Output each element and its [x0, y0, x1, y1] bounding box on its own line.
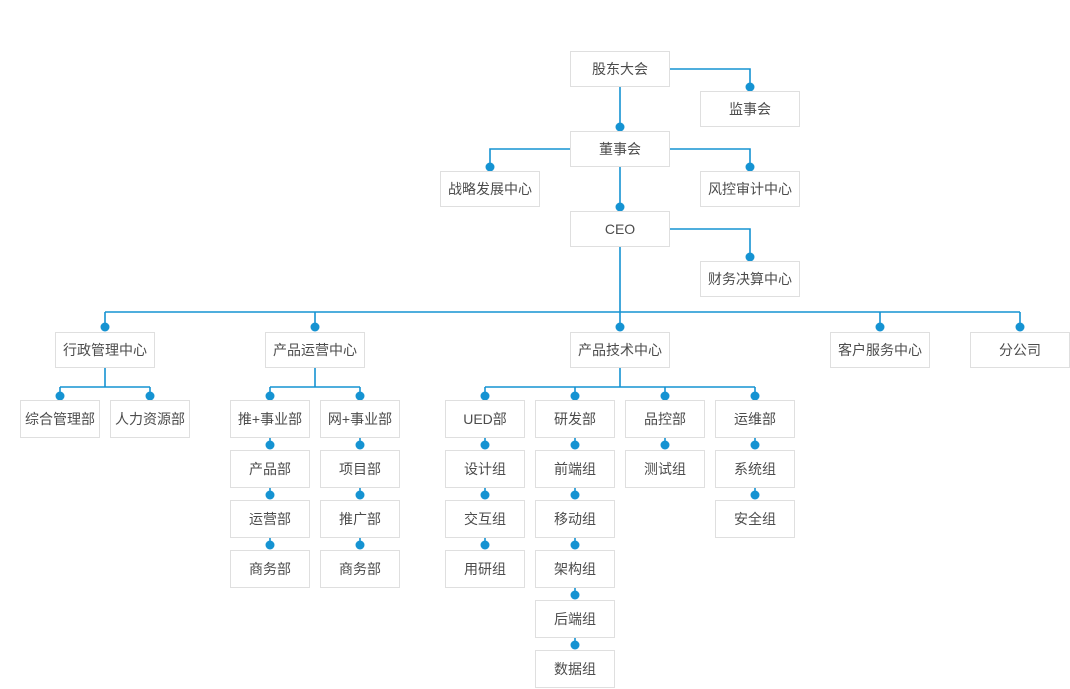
org-node-product-tech-center: 产品技术中心 — [570, 332, 670, 368]
org-node-backend-group: 后端组 — [535, 600, 615, 638]
org-node-system-group: 系统组 — [715, 450, 795, 488]
org-node-customer-service-center: 客户服务中心 — [830, 332, 930, 368]
org-node-business-dept-1: 商务部 — [230, 550, 310, 588]
org-node-wang-business-dept: 网+事业部 — [320, 400, 400, 438]
org-node-interaction-group: 交互组 — [445, 500, 525, 538]
org-node-security-group: 安全组 — [715, 500, 795, 538]
org-node-design-group: 设计组 — [445, 450, 525, 488]
org-node-shareholders-meeting: 股东大会 — [570, 51, 670, 87]
org-node-user-research-group: 用研组 — [445, 550, 525, 588]
org-node-project-dept: 项目部 — [320, 450, 400, 488]
org-node-product-dept: 产品部 — [230, 450, 310, 488]
org-node-admin-center: 行政管理中心 — [55, 332, 155, 368]
org-node-ceo: CEO — [570, 211, 670, 247]
org-node-supervisory-board: 监事会 — [700, 91, 800, 127]
org-node-rd-dept: 研发部 — [535, 400, 615, 438]
org-node-testing-group: 测试组 — [625, 450, 705, 488]
org-node-architecture-group: 架构组 — [535, 550, 615, 588]
org-node-frontend-group: 前端组 — [535, 450, 615, 488]
org-node-ops-dept: 运维部 — [715, 400, 795, 438]
org-node-qc-dept: 品控部 — [625, 400, 705, 438]
org-node-hr-dept: 人力资源部 — [110, 400, 190, 438]
org-node-board-of-directors: 董事会 — [570, 131, 670, 167]
org-node-business-dept-2: 商务部 — [320, 550, 400, 588]
org-node-tui-business-dept: 推+事业部 — [230, 400, 310, 438]
org-node-product-ops-center: 产品运营中心 — [265, 332, 365, 368]
connector-dots — [55, 82, 1025, 650]
org-node-branch-company: 分公司 — [970, 332, 1070, 368]
org-node-operations-dept: 运营部 — [230, 500, 310, 538]
org-node-strategy-center: 战略发展中心 — [440, 171, 540, 207]
org-node-general-mgmt-dept: 综合管理部 — [20, 400, 100, 438]
org-node-promotion-dept: 推广部 — [320, 500, 400, 538]
org-node-risk-audit-center: 风控审计中心 — [700, 171, 800, 207]
org-node-data-group: 数据组 — [535, 650, 615, 688]
org-node-finance-center: 财务决算中心 — [700, 261, 800, 297]
org-node-ued-dept: UED部 — [445, 400, 525, 438]
org-node-mobile-group: 移动组 — [535, 500, 615, 538]
